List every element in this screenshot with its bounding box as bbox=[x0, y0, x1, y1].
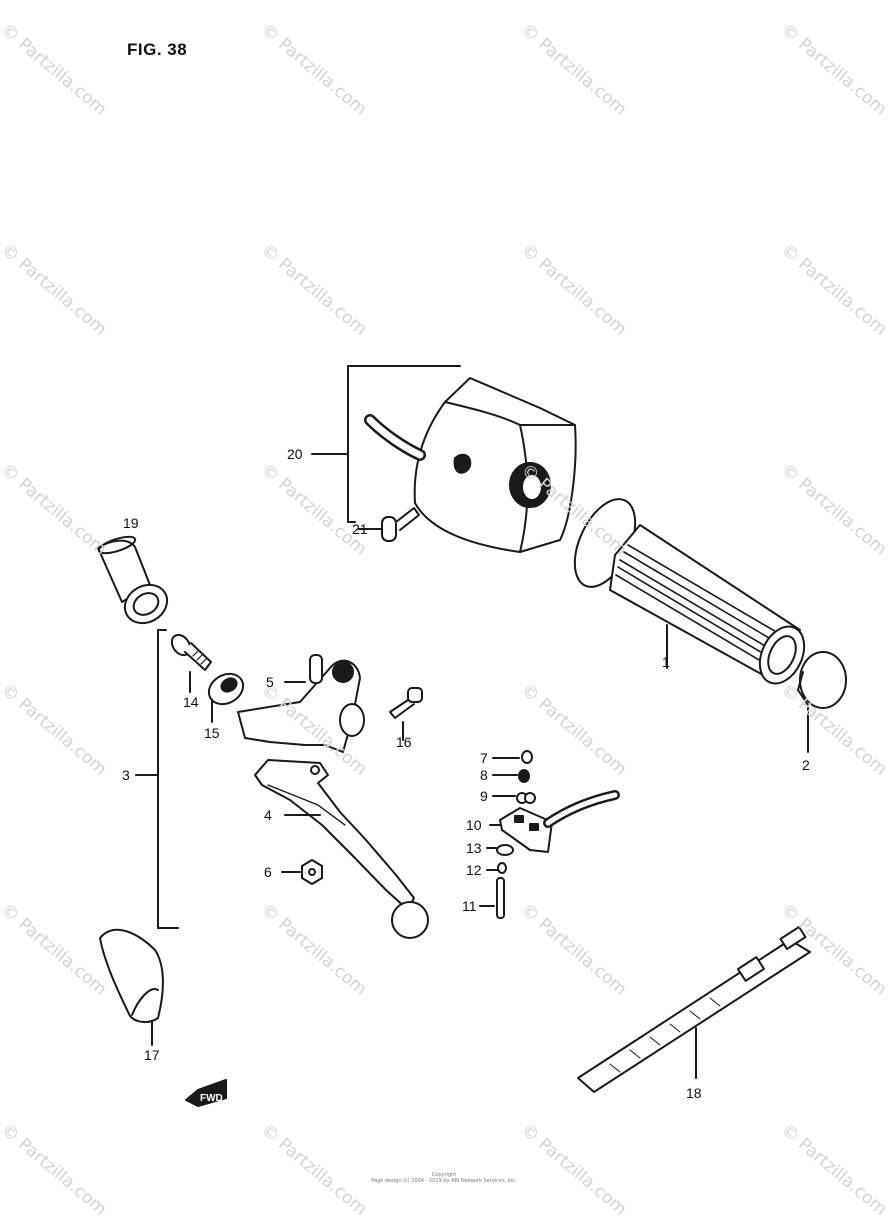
bolt-14-part bbox=[170, 633, 212, 693]
callout-label-p21: 21 bbox=[352, 521, 368, 537]
callout-label-p11: 11 bbox=[462, 898, 477, 914]
collar-15-part bbox=[207, 672, 245, 723]
screw-part bbox=[357, 507, 420, 542]
dust-cover-part bbox=[99, 928, 164, 1046]
callout-label-p13: 13 bbox=[466, 840, 482, 856]
callout-label-p4: 4 bbox=[264, 807, 272, 823]
switch-small-parts bbox=[479, 750, 620, 919]
callout-label-p19: 19 bbox=[123, 515, 139, 531]
switch-housing-part bbox=[364, 377, 577, 553]
callout-label-p17: 17 bbox=[144, 1047, 160, 1063]
callout-label-p7: 7 bbox=[480, 750, 488, 766]
callout-label-p9: 9 bbox=[480, 788, 488, 804]
callout-label-p10: 10 bbox=[466, 817, 482, 833]
footer-page-design: Page design (c) 2004 - 2019 by ARI Netwo… bbox=[371, 1178, 517, 1184]
callout-label-p2: 2 bbox=[802, 757, 810, 773]
callout-label-p5: 5 bbox=[266, 674, 274, 690]
screw-16-part bbox=[389, 687, 423, 741]
figure-title: FIG. 38 bbox=[127, 40, 188, 59]
end-cap-part bbox=[797, 651, 847, 753]
lever-holder-part bbox=[237, 654, 365, 753]
hand-grip-part bbox=[573, 498, 806, 685]
callout-label-p14: 14 bbox=[183, 694, 199, 710]
callout-label-p3: 3 bbox=[122, 767, 130, 783]
boot-19-part bbox=[97, 535, 169, 625]
clutch-lever-part bbox=[254, 759, 429, 939]
callout-label-p18: 18 bbox=[686, 1085, 702, 1101]
bracket-3 bbox=[135, 629, 179, 929]
fwd-text: FWD bbox=[200, 1093, 223, 1104]
callout-label-p8: 8 bbox=[480, 767, 488, 783]
callout-label-p16: 16 bbox=[396, 734, 412, 750]
cable-tie-part bbox=[577, 925, 811, 1093]
callout-label-p12: 12 bbox=[466, 862, 482, 878]
nut-part bbox=[281, 859, 323, 885]
fwd-arrow-icon bbox=[185, 1079, 227, 1107]
callout-label-p6: 6 bbox=[264, 864, 272, 880]
callout-label-p1: 1 bbox=[662, 654, 670, 670]
bracket-20-21 bbox=[311, 365, 461, 523]
callout-label-p15: 15 bbox=[204, 725, 220, 741]
footer-copyright: Copyright bbox=[431, 1172, 457, 1178]
callout-label-p20: 20 bbox=[287, 446, 303, 462]
